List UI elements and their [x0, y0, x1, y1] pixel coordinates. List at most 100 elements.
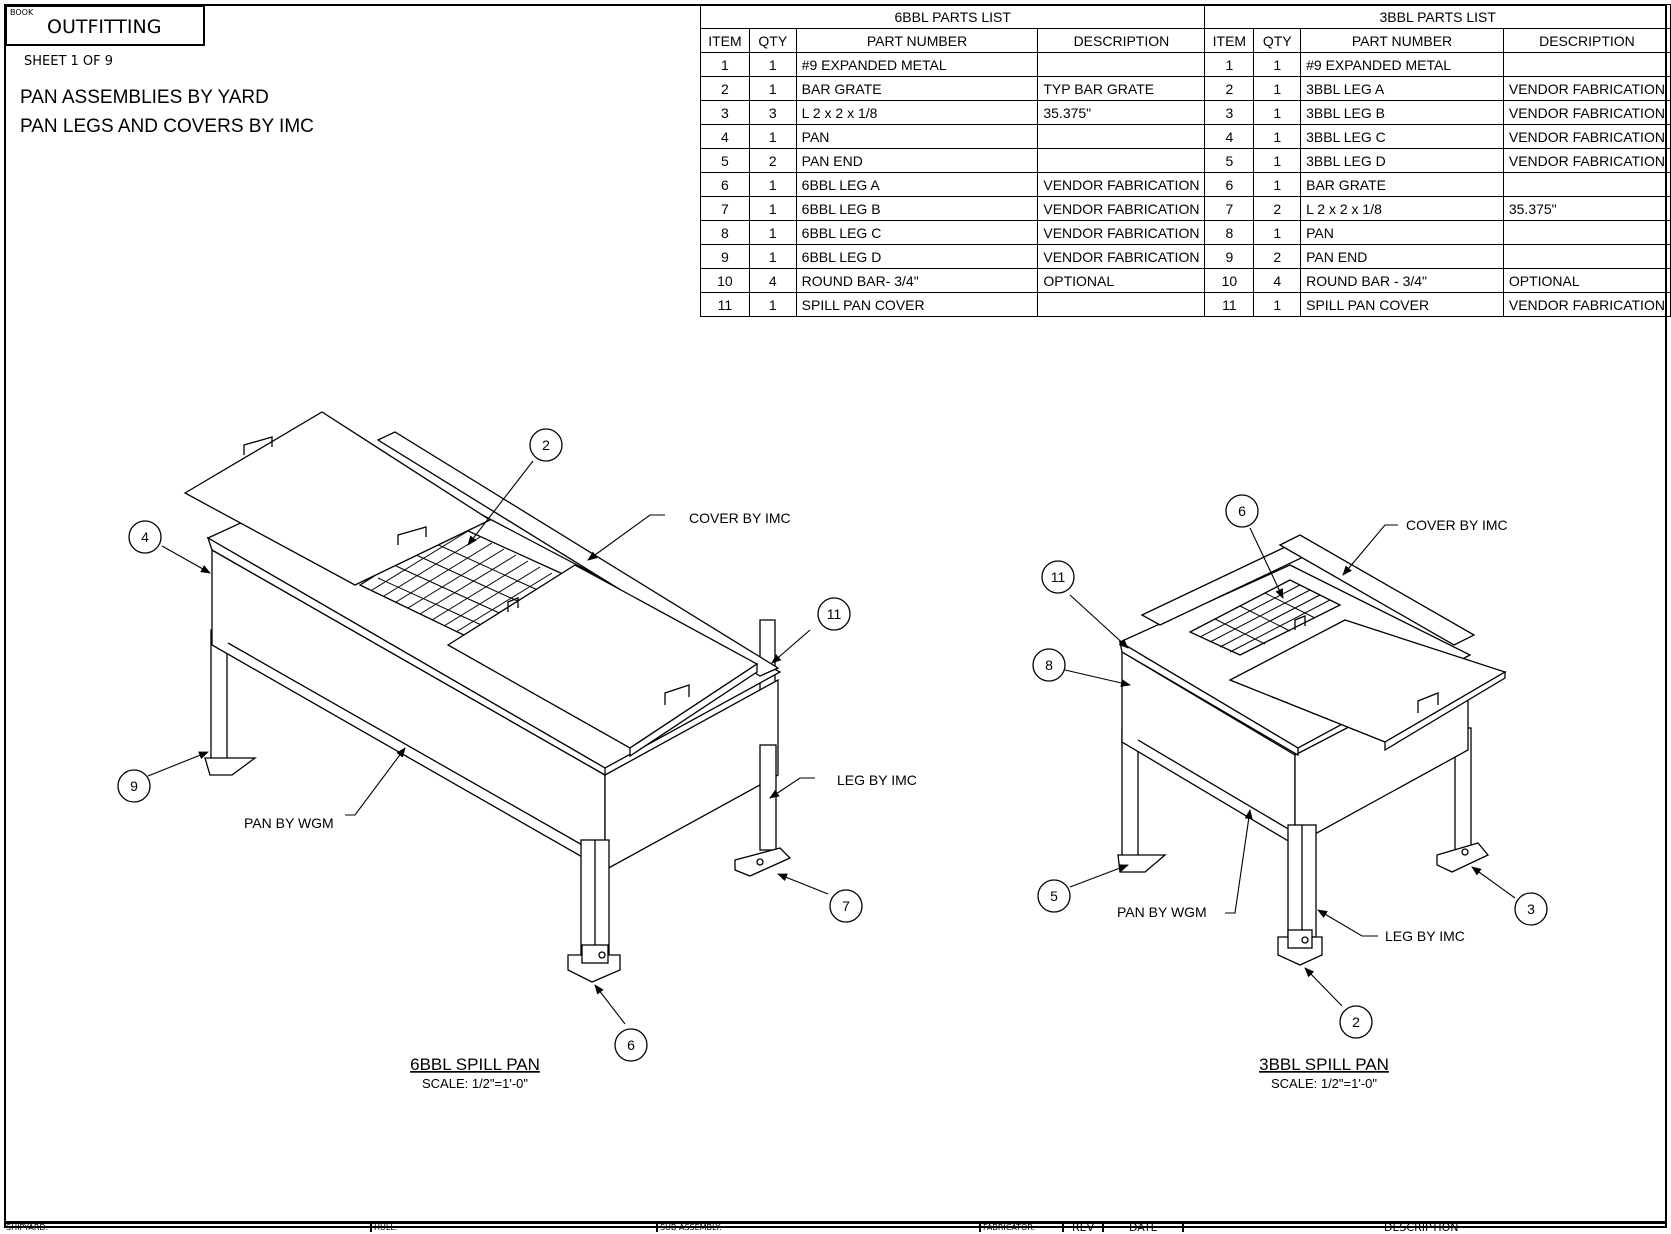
item-cell: 11	[700, 292, 750, 317]
qty-cell: 1	[748, 52, 797, 77]
qty-cell: 1	[1253, 100, 1302, 125]
col-item: ITEM	[700, 28, 750, 53]
fabricator-field: FABRICATOR:	[979, 1224, 1035, 1232]
3bbl-balloon-3: 3	[1527, 901, 1535, 917]
6bbl-cover-label: COVER BY IMC	[689, 510, 791, 526]
part-number-cell: ROUND BAR - 3/4"	[1300, 268, 1504, 293]
book-label: BOOK	[10, 8, 34, 17]
part-number-cell: 6BBL LEG D	[795, 244, 1039, 269]
col-qty: QTY	[1253, 28, 1302, 53]
6bbl-pan-front-face	[604, 678, 779, 872]
description-cell	[1502, 244, 1671, 269]
6bbl-parts-list-title: 6BBL PARTS LIST	[699, 4, 1206, 29]
qty-cell: 1	[748, 76, 797, 101]
3bbl-cover-label: COVER BY IMC	[1406, 517, 1508, 533]
item-cell: 8	[1204, 220, 1255, 245]
6bbl-balloon-11: 11	[827, 606, 842, 622]
description-cell: OPTIONAL	[1037, 268, 1206, 293]
item-cell: 10	[1204, 268, 1255, 293]
title-block: SHIPYARD: HULL: SUB ASSEMBLY: FABRICATOR…	[4, 1221, 1667, 1233]
description-cell: VENDOR FABRICATION	[1037, 172, 1206, 197]
6bbl-pan-label: PAN BY WGM	[244, 815, 334, 831]
description-cell: VENDOR FABRICATION	[1502, 100, 1671, 125]
description-cell	[1502, 172, 1671, 197]
book-title-box: BOOK OUTFITTING	[5, 5, 205, 46]
qty-cell: 1	[1253, 124, 1302, 149]
qty-cell: 2	[748, 148, 797, 173]
6bbl-balloon-4: 4	[141, 529, 149, 545]
part-number-cell: ROUND BAR- 3/4"	[795, 268, 1039, 293]
qty-cell: 1	[748, 292, 797, 317]
part-number-cell: SPILL PAN COVER	[795, 292, 1039, 317]
col-qty: QTY	[748, 28, 797, 53]
qty-cell: 1	[748, 220, 797, 245]
item-cell: 5	[1204, 148, 1255, 173]
3bbl-pan-label: PAN BY WGM	[1117, 904, 1207, 920]
6bbl-balloon-9: 9	[130, 778, 138, 794]
6bbl-balloon-6: 6	[627, 1037, 635, 1053]
item-cell: 1	[700, 52, 750, 77]
description-cell: VENDOR FABRICATION	[1502, 148, 1671, 173]
3bbl-balloon-2: 2	[1352, 1014, 1360, 1030]
col-part-number: PART NUMBER	[795, 28, 1039, 53]
description-cell: OPTIONAL	[1502, 268, 1671, 293]
description-cell: VENDOR FABRICATION	[1037, 244, 1206, 269]
6bbl-balloons	[117, 428, 863, 1062]
item-cell: 2	[700, 76, 750, 101]
col-part-number: PART NUMBER	[1300, 28, 1504, 53]
item-cell: 4	[700, 124, 750, 149]
part-number-cell: L 2 x 2 x 1/8	[1300, 196, 1504, 221]
item-cell: 1	[1204, 52, 1255, 77]
part-number-cell: BAR GRATE	[1300, 172, 1504, 197]
qty-cell: 1	[1253, 172, 1302, 197]
description-cell	[1502, 52, 1671, 77]
description-cell	[1037, 292, 1206, 317]
3bbl-balloons	[1032, 494, 1548, 1039]
item-cell: 5	[700, 148, 750, 173]
qty-cell: 1	[1253, 52, 1302, 77]
part-number-cell: 3BBL LEG A	[1300, 76, 1504, 101]
description-cell	[1037, 124, 1206, 149]
description-cell: VENDOR FABRICATION	[1502, 76, 1671, 101]
col-description: DESCRIPTION	[1502, 28, 1671, 53]
description-cell: 35.375"	[1502, 196, 1671, 221]
qty-cell: 1	[1253, 292, 1302, 317]
item-cell: 9	[700, 244, 750, 269]
description-cell: VENDOR FABRICATION	[1037, 196, 1206, 221]
6bbl-balloon-7: 7	[842, 898, 850, 914]
6bbl-front-leg	[567, 744, 792, 983]
item-cell: 3	[700, 100, 750, 125]
qty-cell: 2	[1253, 244, 1302, 269]
description-cell: VENDOR FABRICATION	[1037, 220, 1206, 245]
6bbl-view-title: 6BBL SPILL PAN	[410, 1055, 540, 1074]
3bbl-leg-label: LEG BY IMC	[1385, 928, 1465, 944]
6bbl-spill-pan-view	[117, 411, 863, 1062]
6bbl-cover-left	[183, 411, 492, 586]
book-title: OUTFITTING	[47, 16, 162, 38]
item-cell: 7	[700, 196, 750, 221]
description-cell: TYP BAR GRATE	[1037, 76, 1206, 101]
description-cell	[1502, 220, 1671, 245]
description-header: DESCRIPTION	[1182, 1222, 1458, 1233]
qty-cell: 1	[1253, 220, 1302, 245]
note-assemblies: PAN ASSEMBLIES BY YARD	[20, 87, 269, 108]
qty-cell: 1	[1253, 76, 1302, 101]
part-number-cell: BAR GRATE	[795, 76, 1039, 101]
part-number-cell: 6BBL LEG B	[795, 196, 1039, 221]
3bbl-parts-list-title: 3BBL PARTS LIST	[1204, 4, 1671, 29]
part-number-cell: 3BBL LEG D	[1300, 148, 1504, 173]
hull-field: HULL:	[370, 1224, 397, 1232]
3bbl-balloon-11: 11	[1051, 569, 1066, 585]
description-cell	[1037, 52, 1206, 77]
item-cell: 9	[1204, 244, 1255, 269]
qty-cell: 1	[748, 196, 797, 221]
part-number-cell: PAN	[795, 124, 1039, 149]
description-cell: 35.375"	[1037, 100, 1206, 125]
item-cell: 2	[1204, 76, 1255, 101]
qty-cell: 1	[748, 172, 797, 197]
